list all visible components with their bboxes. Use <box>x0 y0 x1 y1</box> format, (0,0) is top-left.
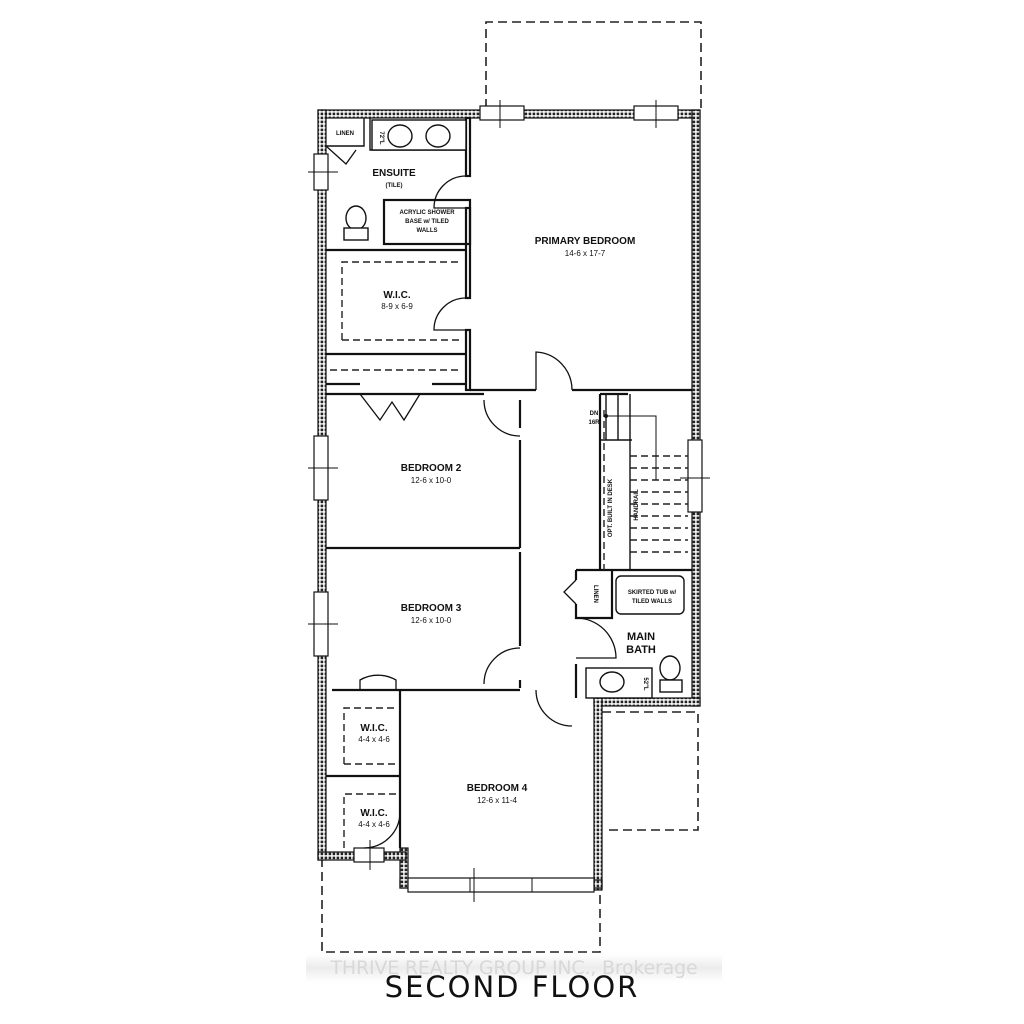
svg-text:52"L: 52"L <box>642 677 648 691</box>
svg-text:12-6 x 10-0: 12-6 x 10-0 <box>411 476 452 485</box>
label-stairs: DN 16R HANDRAIL OPT. BUILT IN DESK <box>588 411 640 537</box>
label-ensuite-linen: LINEN <box>336 131 354 137</box>
bath-tub <box>615 575 685 615</box>
svg-text:OPT. BUILT IN DESK: OPT. BUILT IN DESK <box>608 478 614 537</box>
porch-outline-right <box>602 711 699 831</box>
svg-text:BEDROOM 4: BEDROOM 4 <box>467 783 528 794</box>
bath-vanity <box>585 667 653 699</box>
label-ensuite-vanity-dim: 72"L <box>378 131 384 145</box>
svg-text:ENSUITE: ENSUITE <box>372 168 416 179</box>
svg-text:BASE w/ TILED: BASE w/ TILED <box>405 219 449 225</box>
svg-text:W.I.C.: W.I.C. <box>360 808 387 819</box>
floor-title: SECOND FLOOR <box>384 970 640 1004</box>
label-ensuite-shower: ACRYLIC SHOWER BASE w/ TILED WALLS <box>399 210 455 234</box>
doors <box>325 145 617 849</box>
svg-text:8-9 x 6-9: 8-9 x 6-9 <box>381 302 413 311</box>
label-primary-wic: W.I.C. 8-9 x 6-9 <box>381 290 413 311</box>
label-bedroom-4: BEDROOM 4 12-6 x 11-4 <box>467 783 528 805</box>
label-main-bath-linen: LINEN <box>592 585 598 603</box>
label-ensuite: ENSUITE (TILE) <box>372 168 416 189</box>
svg-text:BEDROOM 2: BEDROOM 2 <box>401 463 462 474</box>
svg-text:BATH: BATH <box>626 644 656 656</box>
label-primary-bedroom: PRIMARY BEDROOM 14-6 x 17-7 <box>535 236 636 258</box>
svg-text:16R: 16R <box>588 420 600 426</box>
label-wic-3: W.I.C. 4-4 x 4-6 <box>358 723 390 744</box>
svg-text:12-6 x 11-4: 12-6 x 11-4 <box>477 796 517 805</box>
ensuite-toilet <box>343 205 369 241</box>
svg-text:BEDROOM 3: BEDROOM 3 <box>401 603 462 614</box>
exterior-walls <box>317 109 701 891</box>
ensuite-sinks <box>371 119 467 151</box>
svg-text:(TILE): (TILE) <box>386 183 403 189</box>
label-main-bath-tub: SKIRTED TUB w/ TILED WALLS <box>628 590 677 605</box>
svg-text:4-4 x 4-6: 4-4 x 4-6 <box>358 820 390 829</box>
label-bedroom-2: BEDROOM 2 12-6 x 10-0 <box>401 463 462 485</box>
svg-text:MAIN: MAIN <box>627 631 655 643</box>
staircase <box>600 394 688 570</box>
bath-toilet <box>659 655 683 693</box>
svg-text:LINEN: LINEN <box>336 131 354 137</box>
svg-text:SKIRTED TUB w/: SKIRTED TUB w/ <box>628 590 677 596</box>
svg-text:HANDRAIL: HANDRAIL <box>634 489 640 521</box>
svg-text:4-4 x 4-6: 4-4 x 4-6 <box>358 735 390 744</box>
svg-text:TILED WALLS: TILED WALLS <box>632 599 672 605</box>
label-main-bath-vanity-dim: 52"L <box>642 677 648 691</box>
svg-text:PRIMARY BEDROOM: PRIMARY BEDROOM <box>535 236 636 247</box>
balcony-outline-top <box>485 21 702 110</box>
svg-text:W.I.C.: W.I.C. <box>383 290 410 301</box>
svg-text:LINEN: LINEN <box>592 585 598 603</box>
windows <box>308 100 710 902</box>
svg-text:72"L: 72"L <box>378 131 384 145</box>
label-main-bath: MAIN BATH <box>626 631 656 656</box>
svg-text:12-6 x 10-0: 12-6 x 10-0 <box>411 616 452 625</box>
svg-text:DN: DN <box>590 411 599 417</box>
garage-outline-bottom <box>321 858 601 953</box>
label-wic-4: W.I.C. 4-4 x 4-6 <box>358 808 390 829</box>
svg-text:14-6 x 17-7: 14-6 x 17-7 <box>565 249 606 258</box>
svg-text:W.I.C.: W.I.C. <box>360 723 387 734</box>
closet-shelves <box>330 261 605 848</box>
svg-text:WALLS: WALLS <box>417 228 438 234</box>
svg-text:ACRYLIC SHOWER: ACRYLIC SHOWER <box>399 210 455 216</box>
brokerage-watermark: THRIVE REALTY GROUP INC., Brokerage <box>306 954 722 982</box>
label-bedroom-3: BEDROOM 3 12-6 x 10-0 <box>401 603 462 625</box>
